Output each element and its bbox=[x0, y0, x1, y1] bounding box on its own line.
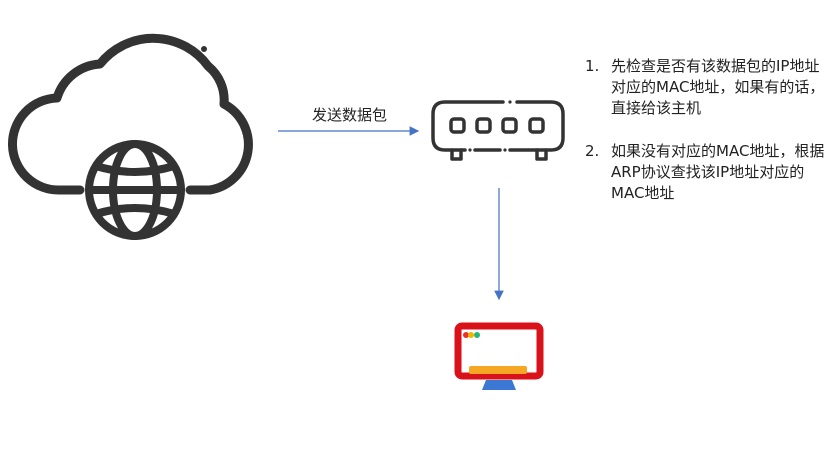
computer-monitor-icon bbox=[454, 322, 544, 390]
window-dot-yellow bbox=[468, 332, 474, 338]
switch-foot-right bbox=[535, 148, 548, 161]
switch-body bbox=[431, 100, 565, 152]
switch-port-1 bbox=[449, 117, 466, 134]
note-number: 2. bbox=[585, 142, 600, 160]
monitor-frame bbox=[454, 322, 544, 380]
note-text: 先检查是否有该数据包的IP地址对应的MAC地址，如果有的话，直接给该主机 bbox=[611, 57, 825, 117]
switch-port-2 bbox=[475, 117, 492, 134]
note-number: 1. bbox=[585, 57, 600, 75]
window-dot-red bbox=[463, 332, 469, 338]
cloud-outline bbox=[8, 33, 253, 195]
globe-icon bbox=[85, 140, 185, 240]
monitor-stand-top bbox=[469, 366, 527, 374]
monitor-stand-base bbox=[482, 380, 516, 390]
window-dot-green bbox=[474, 332, 480, 338]
cloud-dot bbox=[201, 46, 207, 52]
notes-list: 1. 先检查是否有该数据包的IP地址对应的MAC地址，如果有的话，直接给该主机 … bbox=[585, 56, 825, 226]
note-item: 2. 如果没有对应的MAC地址，根据ARP协议查找该IP地址对应的MAC地址 bbox=[585, 141, 825, 204]
edge-label-send-packet: 发送数据包 bbox=[312, 106, 388, 124]
note-text: 如果没有对应的MAC地址，根据ARP协议查找该IP地址对应的MAC地址 bbox=[611, 142, 825, 202]
switch-port-3 bbox=[501, 117, 518, 134]
switch-foot-left bbox=[450, 148, 463, 161]
network-switch-icon bbox=[431, 100, 565, 161]
note-item: 1. 先检查是否有该数据包的IP地址对应的MAC地址，如果有的话，直接给该主机 bbox=[585, 56, 825, 119]
cloud-globe-icon bbox=[8, 33, 253, 240]
switch-port-4 bbox=[528, 117, 545, 134]
